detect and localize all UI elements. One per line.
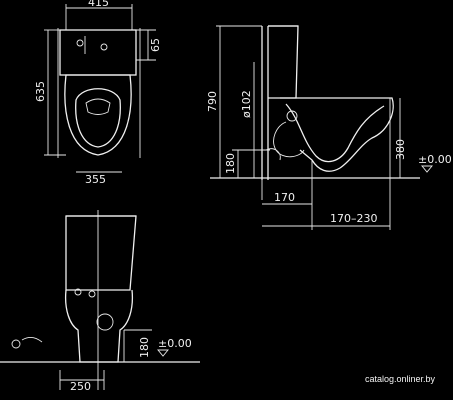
side-floor-label: ±0.00: [418, 153, 452, 166]
front-foot-label: 250: [70, 380, 91, 393]
front-view: 180 ±0.00 250: [0, 210, 200, 393]
front-floor-label: ±0.00: [158, 337, 192, 350]
top-depth-label: 635: [34, 81, 47, 102]
top-view: 415 635 65 355: [34, 0, 162, 186]
side-outlet-label: 180: [224, 153, 237, 174]
top-tank-label: 65: [149, 38, 162, 52]
side-inlet-label: ø102: [240, 90, 253, 118]
top-bowl-label: 355: [85, 173, 106, 186]
watermark: catalog.onliner.by: [364, 374, 435, 384]
side-height-label: 790: [206, 91, 219, 112]
front-outlet-label: 180: [138, 337, 151, 358]
side-view: 790 ø102 180 380 ±0.00 170 170–230: [206, 25, 452, 230]
side-wall-label: 170: [274, 191, 295, 204]
side-range-label: 170–230: [330, 212, 378, 225]
side-rim-label: 380: [394, 139, 407, 160]
top-width-label: 415: [88, 0, 109, 9]
